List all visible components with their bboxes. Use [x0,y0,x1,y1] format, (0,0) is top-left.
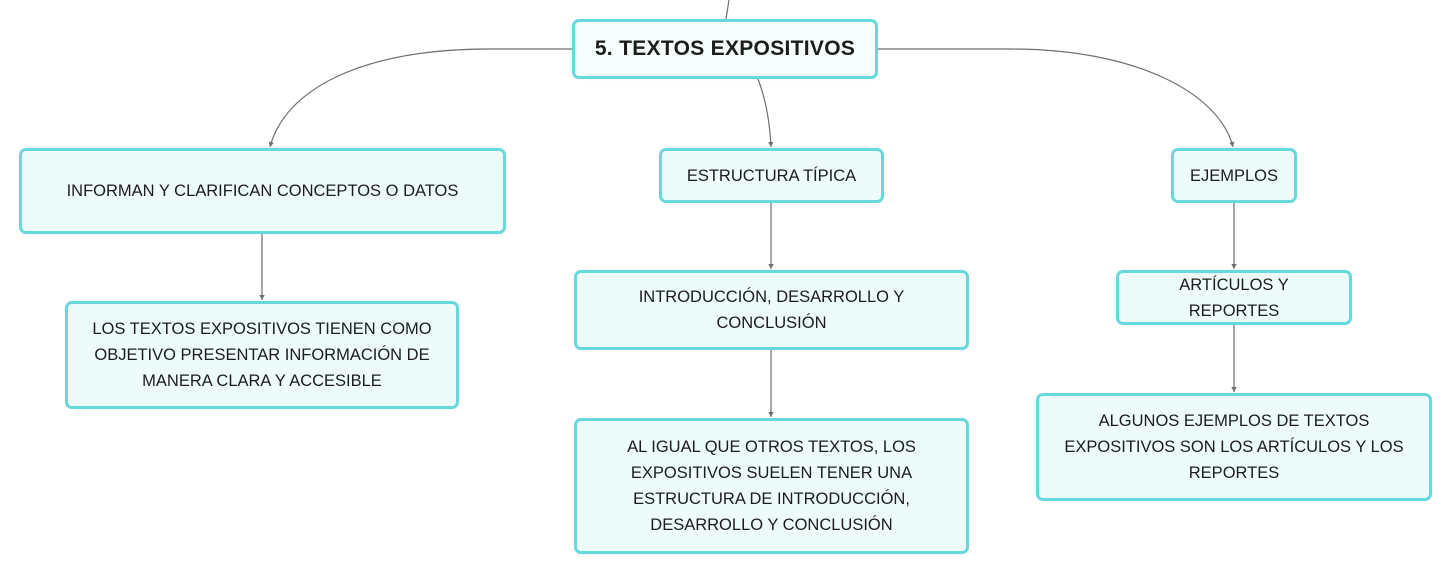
root-topic[interactable]: 5. TEXTOS EXPOSITIVOS [572,19,878,79]
connector-root-to-ejemplos [878,48,1235,148]
connector-root-to-informan [268,48,572,148]
topic-articulos[interactable]: ARTÍCULOS Y REPORTES [1116,270,1352,325]
root-topic-label: 5. TEXTOS EXPOSITIVOS [594,37,856,60]
connector-parent-to-root [725,0,730,20]
topic-introduccion[interactable]: INTRODUCCIÓN, DESARROLLO Y CONCLUSIÓN [574,270,969,350]
topic-informan[interactable]: INFORMAN Y CLARIFICAN CONCEPTOS O DATOS [19,148,506,234]
topic-informan-detail[interactable]: LOS TEXTOS EXPOSITIVOS TIENEN COMO OBJET… [65,301,459,409]
topic-informan-label: INFORMAN Y CLARIFICAN CONCEPTOS O DATOS [66,182,459,200]
topic-estructura[interactable]: ESTRUCTURA TÍPICA [659,148,884,203]
topic-articulos-label: ARTÍCULOS Y REPORTES [1179,275,1289,320]
topic-introduccion-detail-label: AL IGUAL QUE OTROS TEXTOS, LOS EXPOSITIV… [627,438,916,534]
connector-root-to-estructura [757,78,774,148]
topic-introduccion-label: INTRODUCCIÓN, DESARROLLO Y CONCLUSIÓN [638,288,905,332]
topic-ejemplos-label: EJEMPLOS [1189,166,1279,185]
topic-estructura-label: ESTRUCTURA TÍPICA [686,166,857,185]
topic-ejemplos[interactable]: EJEMPLOS [1171,148,1297,203]
topic-introduccion-detail[interactable]: AL IGUAL QUE OTROS TEXTOS, LOS EXPOSITIV… [574,418,969,554]
topic-articulos-detail-label: ALGUNOS EJEMPLOS DE TEXTOS EXPOSITIVOS S… [1064,412,1404,482]
topic-informan-detail-label: LOS TEXTOS EXPOSITIVOS TIENEN COMO OBJET… [92,320,432,390]
topic-articulos-detail[interactable]: ALGUNOS EJEMPLOS DE TEXTOS EXPOSITIVOS S… [1036,393,1432,501]
